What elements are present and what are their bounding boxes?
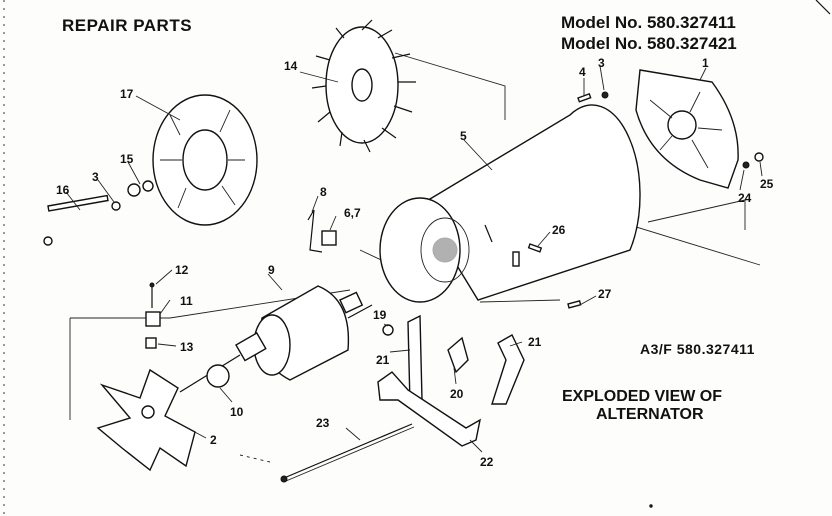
grommet	[382, 324, 394, 336]
assembly-line	[394, 52, 506, 120]
callout-8: 8	[320, 185, 327, 199]
callout-15: 15	[120, 152, 134, 166]
screw	[527, 91, 764, 309]
callout-12: 12	[175, 263, 189, 277]
assembly-line	[647, 199, 746, 230]
callout-25: 25	[760, 177, 774, 191]
model-number-2: Model No. 580.327421	[561, 34, 737, 53]
callout-24: 24	[738, 191, 752, 205]
callout-14: 14	[284, 59, 298, 73]
callout-5: 5	[460, 129, 467, 143]
callout-21: 21	[376, 353, 390, 367]
leader-lines	[65, 65, 763, 453]
assembly-line	[619, 221, 761, 266]
model-number-1: Model No. 580.327411	[561, 13, 736, 32]
callout-3: 3	[598, 56, 605, 70]
callout-21: 21	[528, 335, 542, 349]
callout-27: 27	[598, 287, 612, 301]
callout-3: 3	[92, 170, 99, 184]
assembly-line	[479, 299, 561, 303]
mounting-spider	[96, 368, 196, 472]
callout-16: 16	[56, 183, 70, 197]
callout-22: 22	[480, 455, 494, 469]
diode-assembly	[145, 282, 161, 349]
end-plate	[152, 94, 258, 226]
callout-19: 19	[373, 308, 387, 322]
callout-1: 1	[702, 56, 709, 70]
reference-code: A3/F 580.327411	[640, 341, 755, 357]
rotor	[179, 285, 373, 393]
callout-4: 4	[579, 65, 586, 79]
terminal-clip	[447, 336, 469, 374]
brush-holder	[307, 209, 337, 253]
diagram-caption-line-1: EXPLODED VIEW OF	[562, 388, 723, 405]
diagram-caption-line-2: ALTERNATOR	[596, 406, 704, 423]
assembly-line	[239, 454, 271, 463]
callout-11: 11	[180, 294, 193, 308]
callout-2: 2	[210, 433, 217, 447]
callout-17: 17	[120, 87, 134, 101]
fan	[311, 19, 416, 153]
page-title: REPAIR PARTS	[62, 16, 193, 35]
callout-6-7: 6,7	[344, 206, 361, 220]
callout-9: 9	[268, 263, 275, 277]
speck	[649, 504, 653, 508]
callout-13: 13	[180, 340, 194, 354]
callout-23: 23	[316, 416, 330, 430]
adjusting-bracket	[377, 371, 481, 447]
bearing	[206, 364, 230, 388]
through-bolt	[43, 194, 109, 246]
adjusting-bolt	[280, 423, 415, 483]
stator-housing	[379, 104, 641, 303]
callout-20: 20	[450, 387, 464, 401]
corner-mark	[815, 0, 831, 15]
assembly-line	[70, 289, 351, 319]
front-bracket	[635, 69, 739, 189]
washer	[111, 180, 154, 211]
callout-26: 26	[552, 223, 566, 237]
callout-10: 10	[230, 405, 244, 419]
